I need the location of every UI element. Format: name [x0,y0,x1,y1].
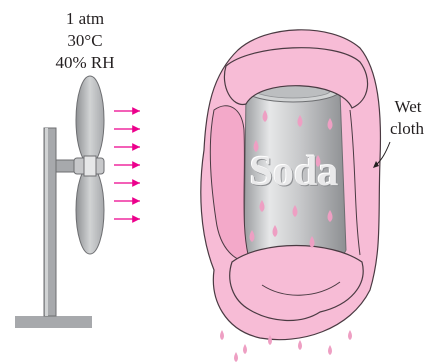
water-drop-icon [298,340,302,350]
water-drop-icon [328,345,332,355]
can-label: Soda [246,150,342,194]
fan-stand [44,128,76,316]
callout-line2: cloth [383,118,431,140]
water-drop-icon [243,344,247,354]
humidity-label: 40% RH [40,52,130,74]
pressure-label: 1 atm [40,8,130,30]
fan-base [15,316,92,328]
fan-icon [74,76,104,254]
callout-line1: Wet [385,96,431,118]
temperature-label: 30°C [40,30,130,52]
water-drop-icon [220,330,224,340]
water-drop-icon [348,330,352,340]
water-drop-icon [234,352,238,362]
airflow-arrows [114,111,140,219]
